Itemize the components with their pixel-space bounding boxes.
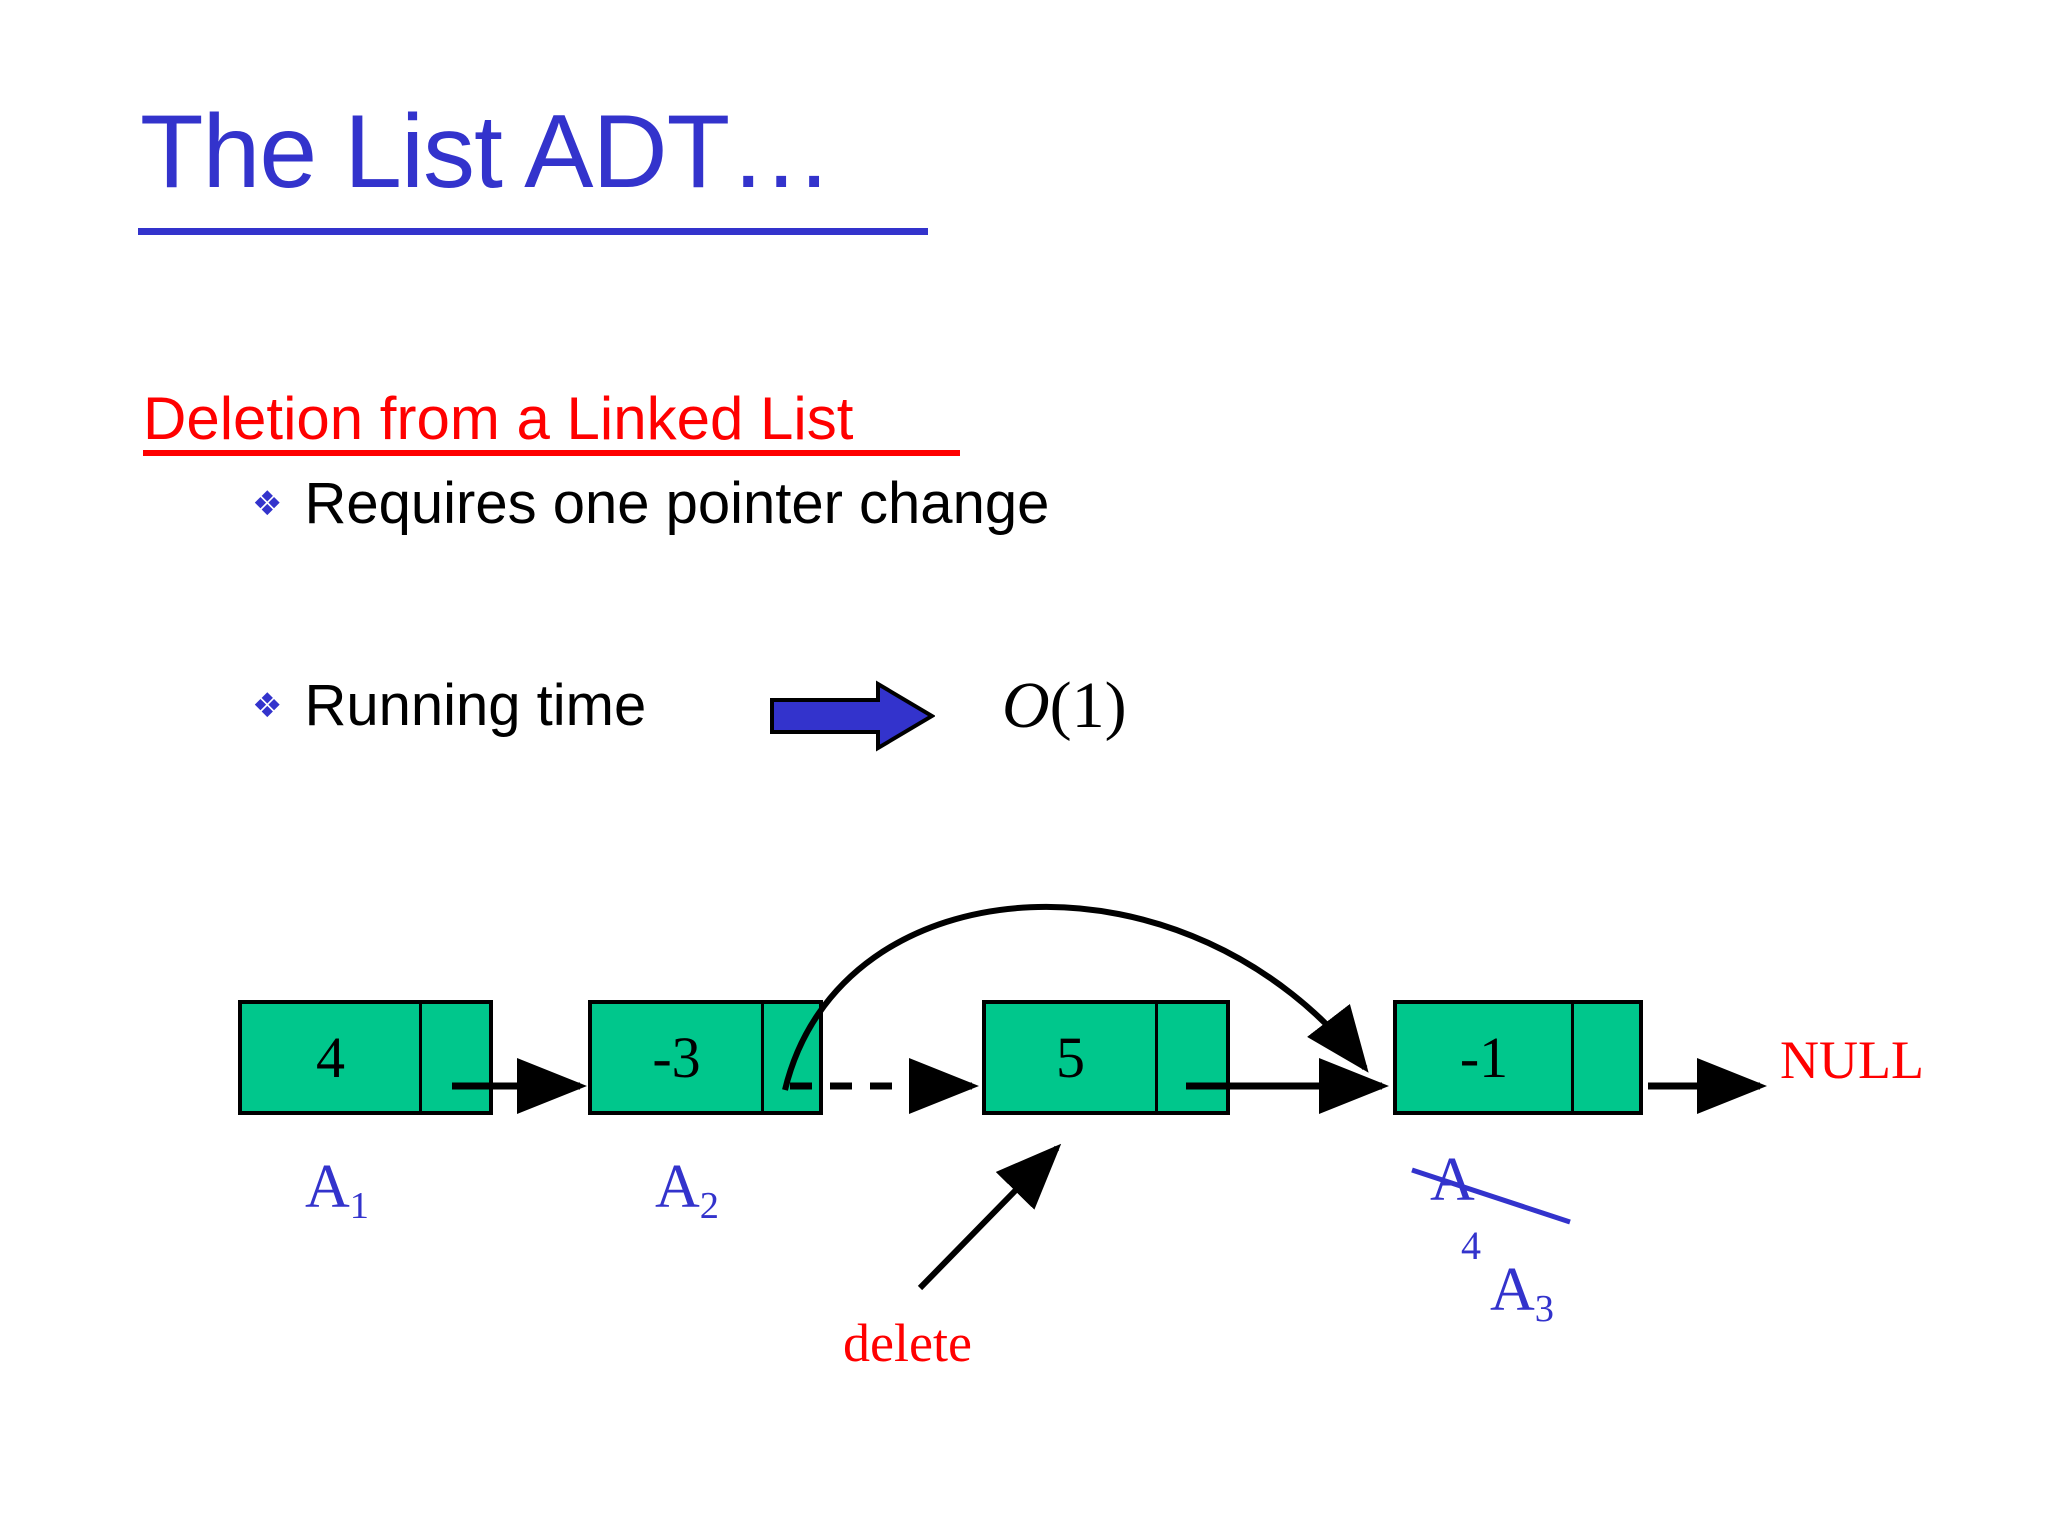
complexity-expression: O(1) <box>1002 668 1127 744</box>
delete-pointer-arrow <box>917 1143 1062 1291</box>
node-label-a4-subscript: 4 <box>1461 1223 1481 1268</box>
node-label-a4-struck: A <box>1430 1145 1475 1216</box>
list-node: -1 <box>1393 1000 1643 1115</box>
list-node: 5 <box>982 1000 1230 1115</box>
node-label-letter: A <box>1490 1256 1535 1324</box>
section-heading-underline <box>143 450 960 456</box>
complexity-argument: (1) <box>1049 669 1127 742</box>
list-node: 4 <box>238 1000 493 1115</box>
diamond-bullet-icon: ❖ <box>252 484 283 524</box>
node-data-cell: -1 <box>1397 1004 1574 1111</box>
bullet-item-requires-pointer-change: ❖ Requires one pointer change <box>252 470 1049 537</box>
node-value: -1 <box>1459 1024 1509 1090</box>
node-label-subscript: 1 <box>349 1184 369 1227</box>
node-pointer-cell <box>1158 1004 1226 1111</box>
complexity-symbol: O <box>1002 669 1050 742</box>
node-value: 5 <box>1056 1024 1085 1090</box>
node-label-a3-relabel: A3 <box>1490 1255 1554 1330</box>
node-pointer-cell <box>764 1004 819 1111</box>
node-label-letter: A <box>305 1153 350 1221</box>
null-terminator-label: NULL <box>1780 1030 1924 1090</box>
bullet-label: Requires one pointer change <box>304 471 1050 536</box>
list-node: -3 <box>588 1000 823 1115</box>
node-value: 4 <box>316 1024 345 1090</box>
page-title-underline <box>138 228 928 235</box>
node-data-cell: 4 <box>242 1004 422 1111</box>
bullet-item-running-time: ❖ Running time <box>252 672 646 739</box>
delete-annotation-label: delete <box>843 1313 972 1373</box>
page-title: The List ADT… <box>140 94 833 210</box>
section-heading: Deletion from a Linked List <box>143 385 854 452</box>
node-data-cell: 5 <box>986 1004 1158 1111</box>
node-pointer-cell <box>1574 1004 1639 1111</box>
diamond-bullet-icon: ❖ <box>252 686 283 726</box>
node-label-letter: A <box>1430 1146 1475 1214</box>
node-label-a1: A1 <box>305 1152 369 1227</box>
node-value: -3 <box>652 1024 701 1090</box>
block-arrow-right-icon <box>770 680 935 752</box>
node-label-subscript: 2 <box>699 1184 719 1227</box>
node-pointer-cell <box>422 1004 489 1111</box>
node-label-subscript: 3 <box>1534 1287 1554 1330</box>
bullet-label: Running time <box>304 673 647 738</box>
node-label-a2: A2 <box>655 1152 719 1227</box>
node-label-letter: A <box>655 1153 700 1221</box>
node-data-cell: -3 <box>592 1004 764 1111</box>
